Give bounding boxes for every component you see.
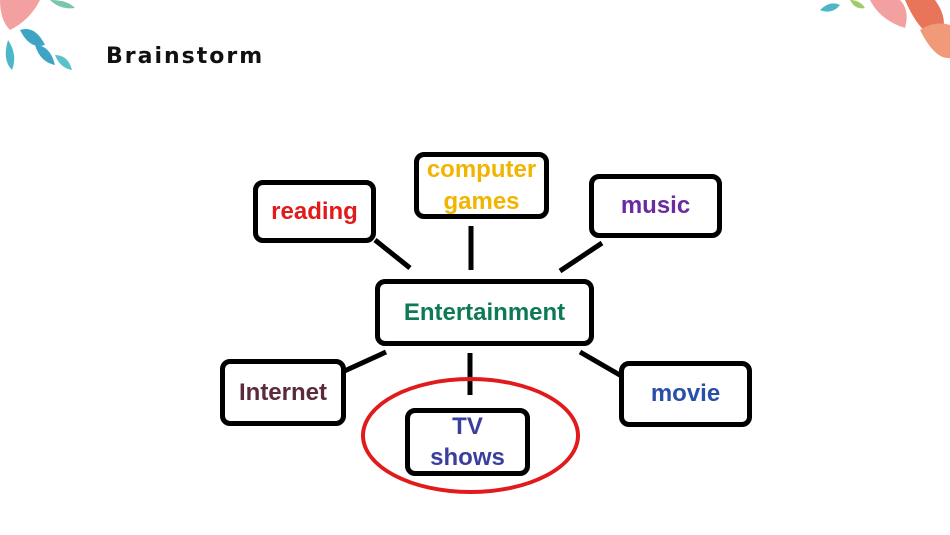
node-movie: movie	[619, 361, 752, 427]
node-tv-shows: TV shows	[405, 408, 530, 476]
node-computer-games-label: computer games	[426, 156, 537, 215]
connector-internet	[338, 349, 388, 376]
node-computer-games: computer games	[414, 152, 549, 219]
node-music: music	[589, 174, 722, 238]
node-reading: reading	[253, 180, 376, 243]
node-tv-shows-label: TV shows	[430, 412, 505, 471]
node-internet: Internet	[220, 359, 346, 426]
node-center-label: Entertainment	[403, 298, 566, 326]
connector-movie	[578, 349, 627, 381]
connector-reading	[373, 238, 412, 270]
leaf-decoration-left	[0, 0, 75, 70]
page-title: Brainstorm	[106, 44, 265, 69]
node-reading-label: reading	[271, 197, 358, 225]
connector-music	[558, 240, 604, 274]
node-center-entertainment: Entertainment	[375, 279, 594, 346]
leaf-decoration-right	[820, 0, 950, 59]
node-music-label: music	[620, 192, 691, 220]
highlight-ellipse	[361, 377, 580, 494]
node-movie-label: movie	[650, 380, 721, 408]
node-internet-label: Internet	[238, 378, 327, 406]
